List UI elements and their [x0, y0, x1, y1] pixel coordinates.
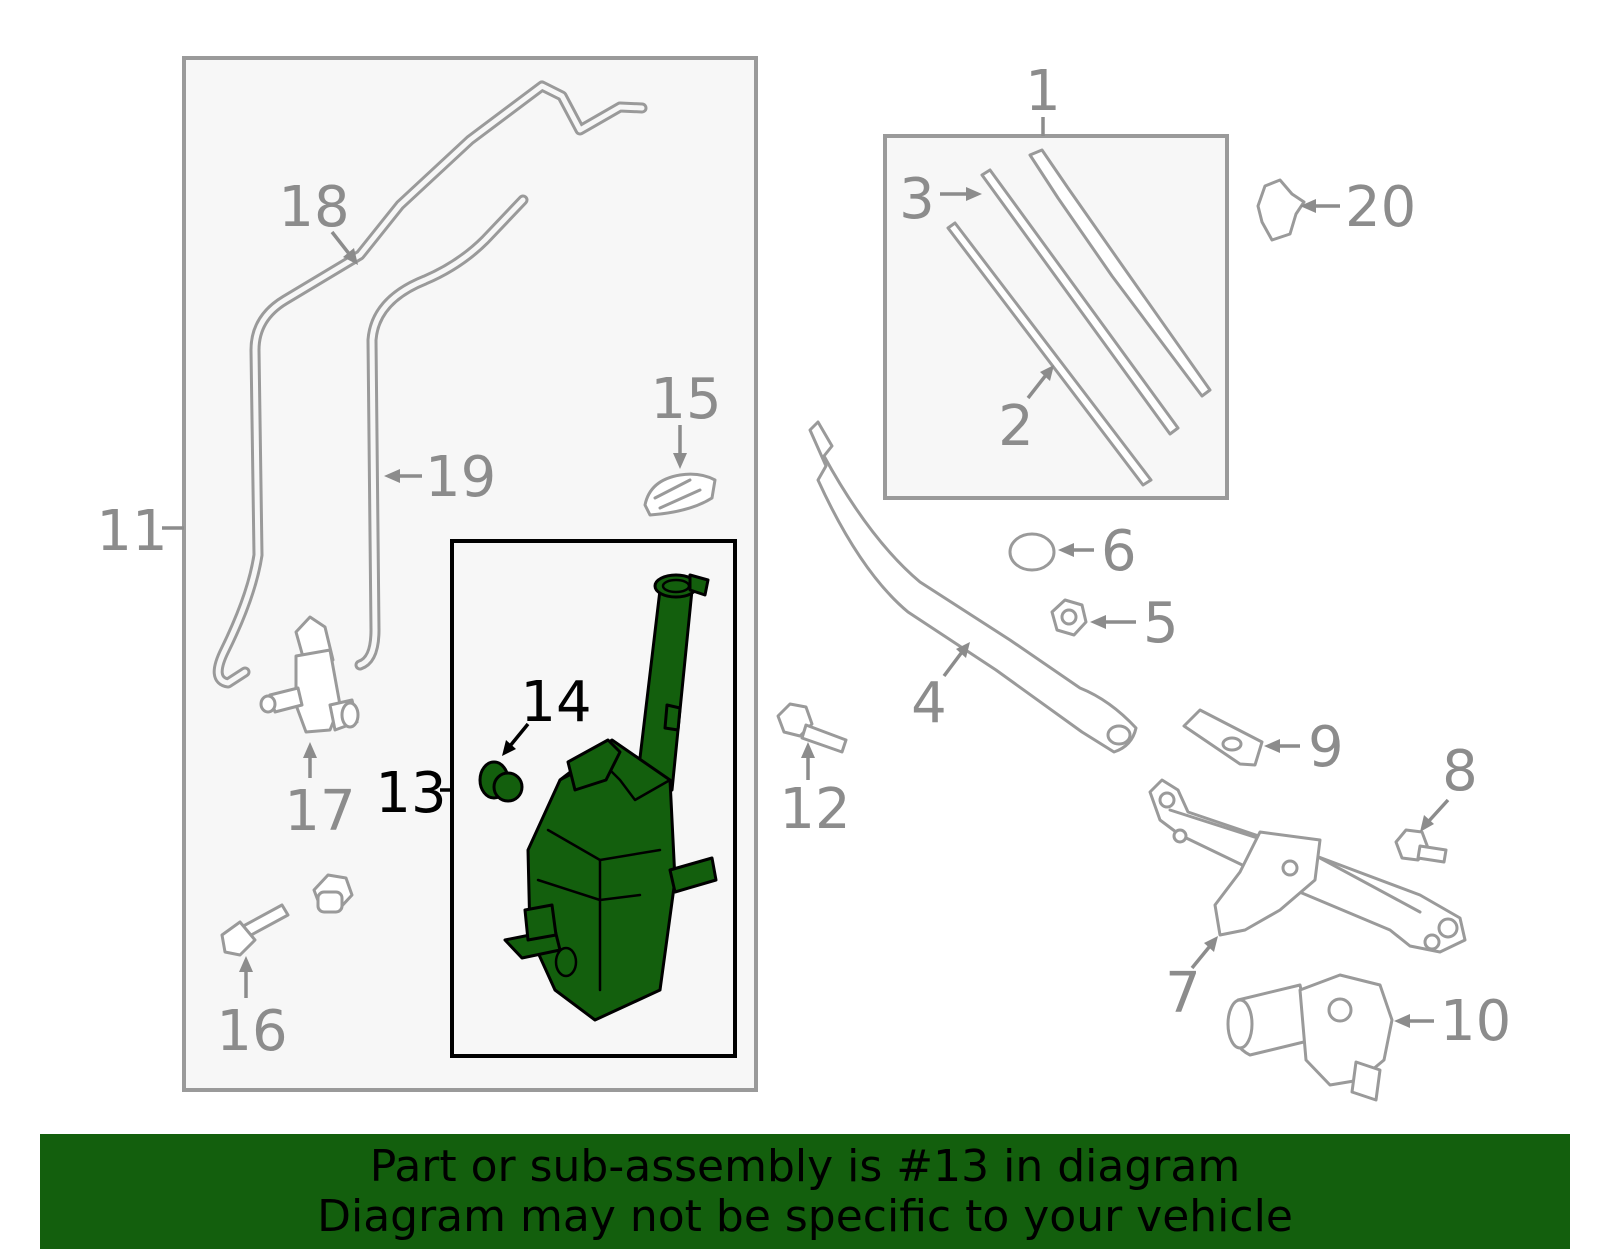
clip-20: [1256, 178, 1306, 242]
washer-reservoir-13: [503, 573, 718, 1022]
callout-16: 16: [216, 999, 287, 1064]
callout-4: 4: [911, 671, 947, 736]
bracket-9: [1182, 708, 1264, 767]
callout-19: 19: [425, 445, 496, 510]
hose-19: [354, 194, 529, 671]
wiper-blade-3: [980, 148, 1212, 436]
callout-10: 10: [1440, 989, 1511, 1054]
nut-5: [1050, 598, 1088, 637]
callout-7: 7: [1165, 961, 1201, 1026]
callout-3: 3: [899, 167, 935, 232]
hose-18: [212, 80, 648, 689]
linkage-7: [1148, 778, 1467, 954]
callout-20: 20: [1345, 175, 1416, 240]
callout-6: 6: [1101, 519, 1137, 584]
callout-8: 8: [1442, 739, 1478, 804]
wiper-motor-10: [1226, 973, 1394, 1102]
banner-line-1: Part or sub-assembly is #13 in diagram: [369, 1140, 1241, 1192]
callout-18: 18: [278, 175, 349, 240]
callout-1: 1: [1025, 59, 1061, 124]
grommet-14: [478, 760, 524, 803]
banner-line-2: Diagram may not be specific to your vehi…: [317, 1190, 1293, 1242]
cap-6: [1008, 532, 1056, 572]
callout-11: 11: [96, 499, 167, 564]
callout-17: 17: [284, 779, 355, 844]
callout-14: 14: [520, 670, 591, 735]
grommet-16b: [312, 873, 354, 914]
wiper-blade-2: [946, 221, 1153, 487]
wiper-arm-4: [808, 420, 1138, 754]
callout-5: 5: [1143, 591, 1179, 656]
callout-2: 2: [998, 394, 1034, 459]
clip-16: [220, 903, 290, 957]
bolt-12: [776, 702, 848, 754]
callout-13: 13: [375, 761, 446, 826]
washer-pump-17: [259, 615, 360, 734]
callout-9: 9: [1308, 715, 1344, 780]
callout-15: 15: [650, 367, 721, 432]
notice-banner: Part or sub-assembly is #13 in diagram D…: [40, 1134, 1570, 1249]
bolt-8: [1394, 828, 1448, 864]
cap-15: [643, 472, 717, 517]
callout-12: 12: [779, 777, 850, 842]
